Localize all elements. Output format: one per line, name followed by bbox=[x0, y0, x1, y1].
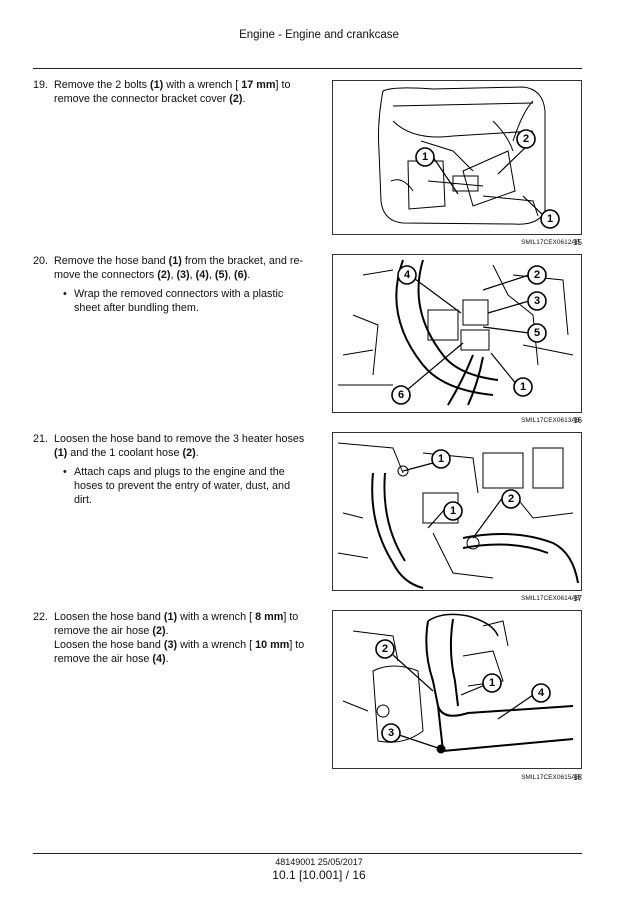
callout-4: 4 bbox=[404, 269, 411, 281]
figure-code: SMIL17CEX0613AB bbox=[521, 417, 580, 424]
step-22: 22. Loosen the hose band (1) with a wren… bbox=[33, 610, 308, 666]
step-number: 21. bbox=[33, 433, 49, 445]
callout-2: 2 bbox=[534, 269, 540, 281]
step-note: Wrap the removed connectors with a plast… bbox=[63, 287, 308, 315]
figure-number: 18 bbox=[573, 773, 582, 782]
figure-18: 2 1 4 3 bbox=[332, 610, 582, 769]
page-number: 10.1 [10.001] / 16 bbox=[272, 868, 366, 882]
figure-number: 15 bbox=[573, 238, 582, 247]
step-text: Remove the hose band (1) from the bracke… bbox=[54, 255, 304, 281]
callout-1: 1 bbox=[450, 505, 456, 517]
callout-4: 4 bbox=[538, 687, 545, 699]
callout-1: 1 bbox=[547, 213, 553, 225]
callout-2: 2 bbox=[382, 643, 388, 655]
callout-6: 6 bbox=[398, 389, 404, 401]
callout-5: 5 bbox=[534, 327, 540, 339]
callout-2: 2 bbox=[523, 133, 529, 145]
step-number: 22. bbox=[33, 611, 49, 623]
figure-code: SMIL17CEX0612AB bbox=[521, 239, 580, 246]
callout-1: 1 bbox=[438, 453, 444, 465]
callout-1: 1 bbox=[520, 381, 526, 393]
document-reference: 48149001 25/05/2017 bbox=[275, 857, 363, 867]
figure-number: 16 bbox=[573, 416, 582, 425]
figure-15: 1 2 1 bbox=[332, 80, 582, 235]
page-header: Engine - Engine and crankcase bbox=[239, 29, 399, 41]
step-text: Remove the 2 bolts (1) with a wrench [ 1… bbox=[54, 79, 291, 105]
callout-1: 1 bbox=[422, 151, 428, 163]
step-number: 19. bbox=[33, 79, 49, 91]
step-19: 19. Remove the 2 bolts (1) with a wrench… bbox=[33, 78, 308, 106]
step-note: Attach caps and plugs to the engine and … bbox=[63, 465, 308, 507]
step-text: Loosen the hose band to remove the 3 hea… bbox=[54, 433, 305, 459]
step-21: 21. Loosen the hose band to remove the 3… bbox=[33, 432, 308, 507]
callout-3: 3 bbox=[388, 727, 394, 739]
figure-number: 17 bbox=[573, 594, 582, 603]
figure-code: SMIL17CEX0614AB bbox=[521, 595, 580, 602]
step-text: Loosen the hose band (1) with a wrench [… bbox=[54, 611, 305, 665]
callout-1: 1 bbox=[489, 677, 495, 689]
header-rule bbox=[33, 68, 582, 69]
step-number: 20. bbox=[33, 255, 49, 267]
footer-rule bbox=[33, 853, 582, 854]
figure-17: 1 2 1 bbox=[332, 432, 582, 591]
callout-2: 2 bbox=[508, 493, 514, 505]
figure-code: SMIL17CEX0615AB bbox=[521, 774, 580, 781]
callout-3: 3 bbox=[534, 295, 540, 307]
figure-16: 4 2 3 5 6 1 bbox=[332, 254, 582, 413]
step-20: 20. Remove the hose band (1) from the br… bbox=[33, 254, 308, 315]
